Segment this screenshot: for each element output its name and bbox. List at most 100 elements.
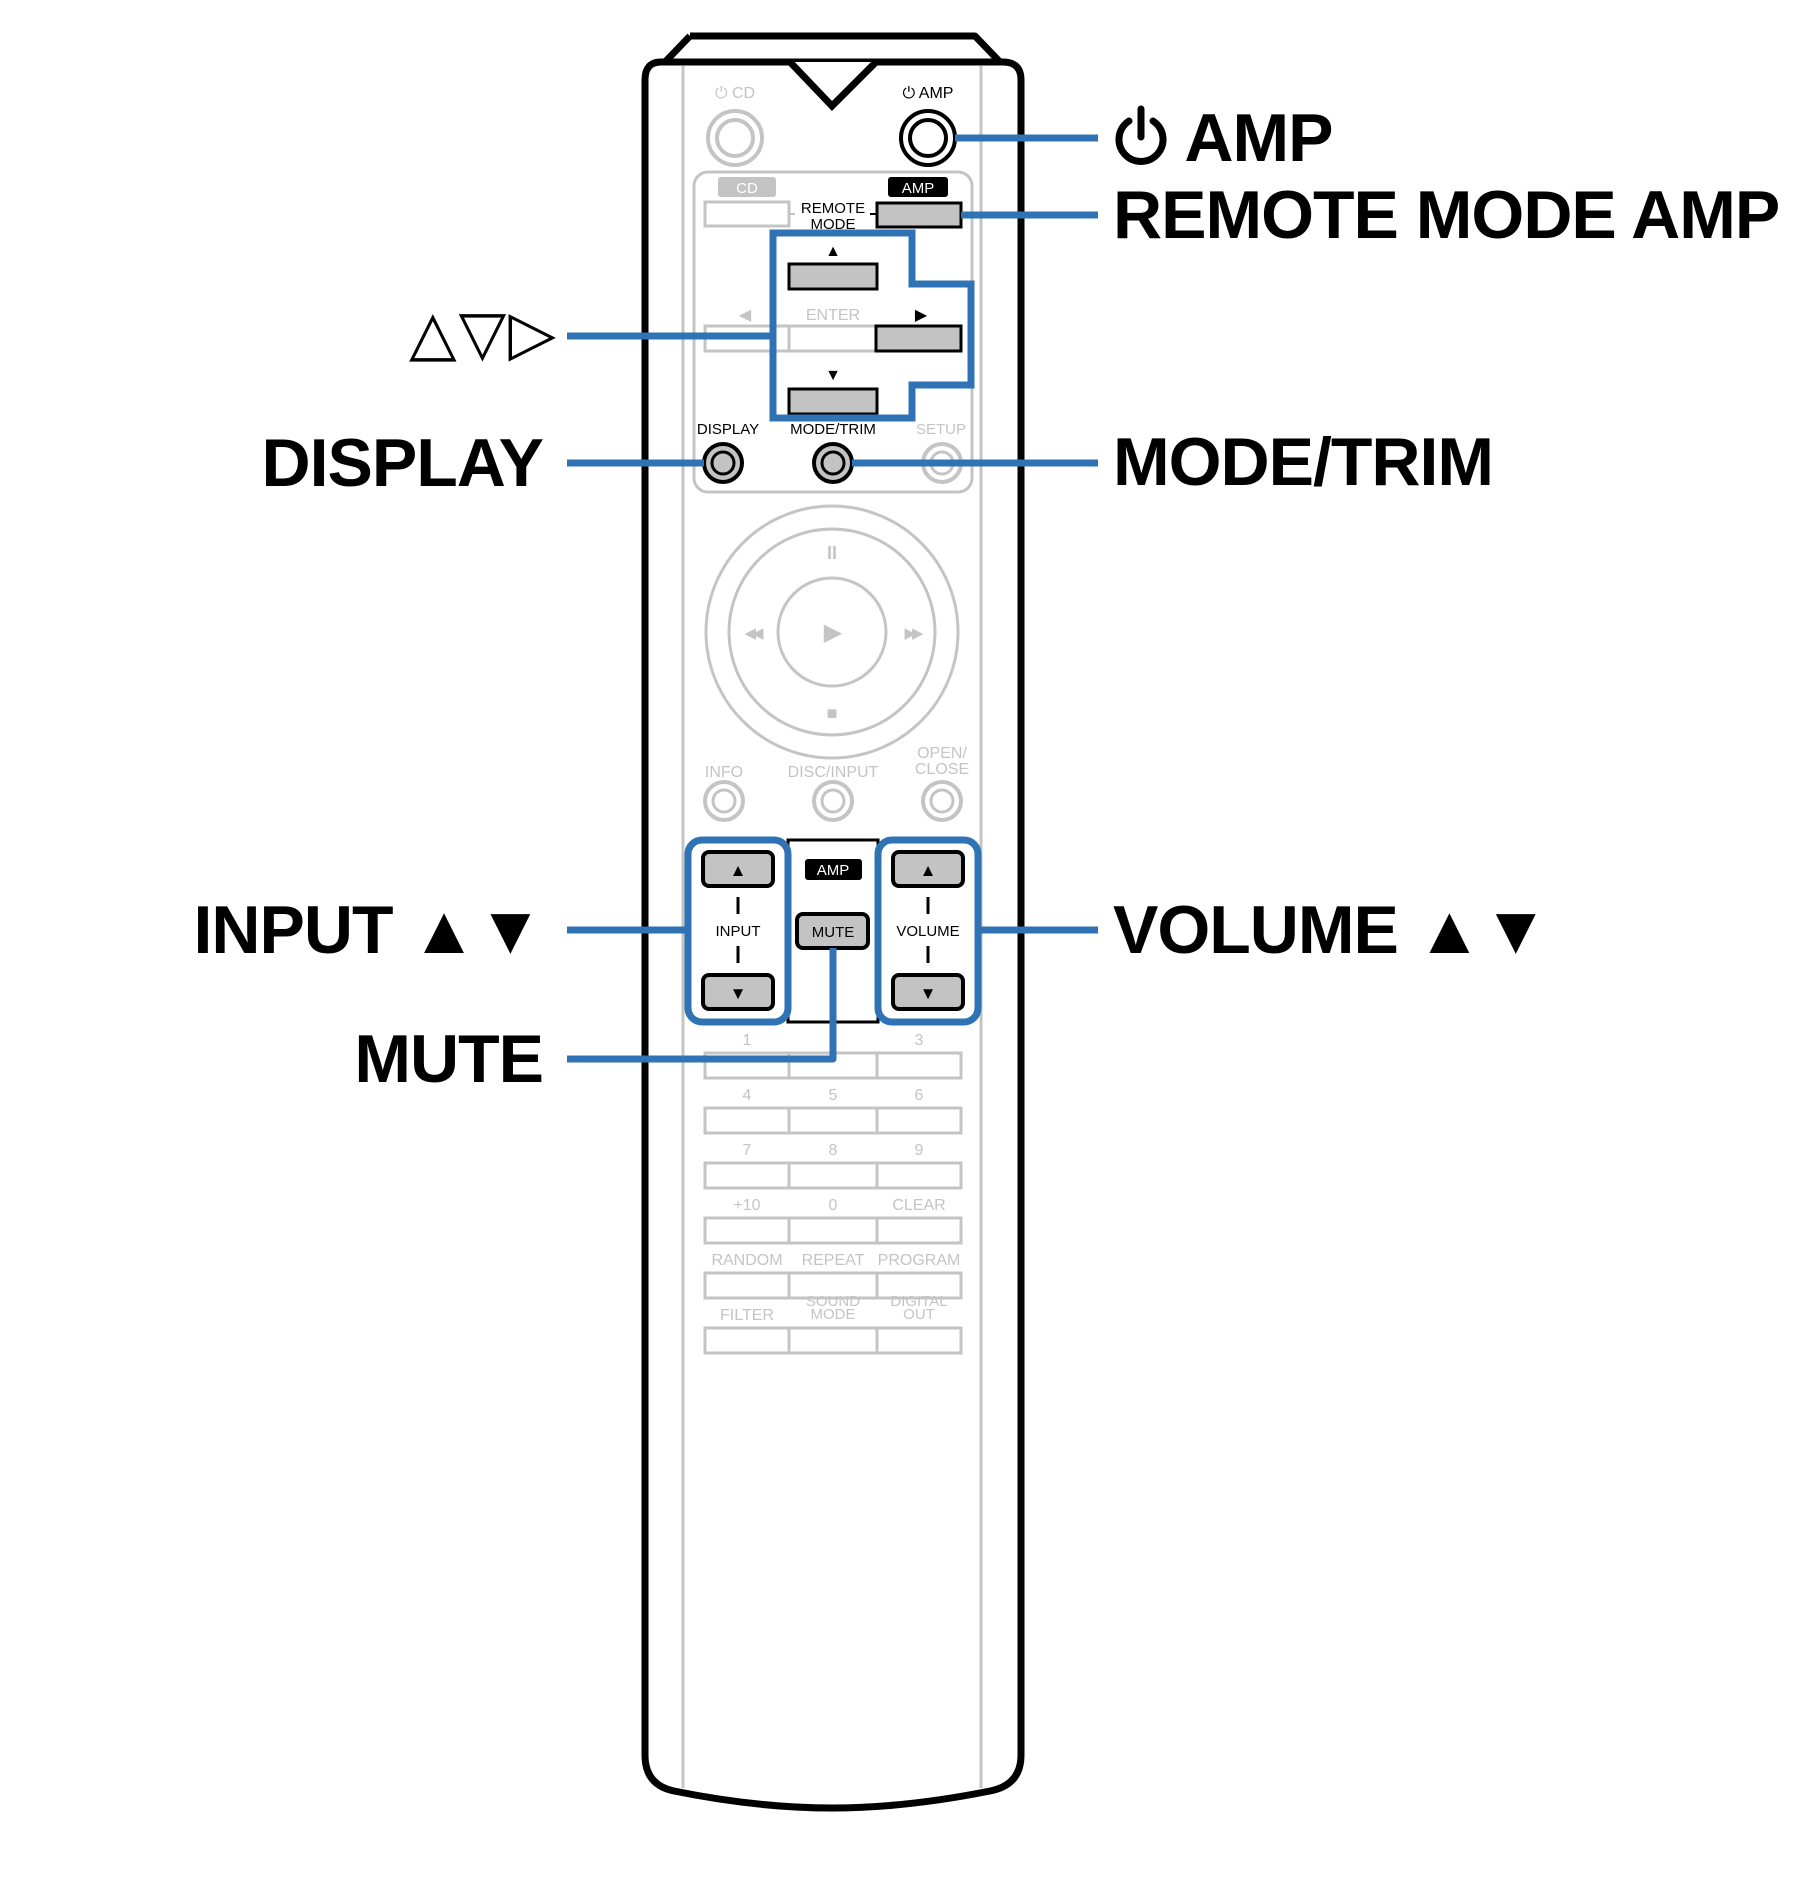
- arrow-up-icon: ▲: [730, 861, 747, 880]
- mode-trim-button[interactable]: [812, 442, 854, 484]
- remote-mode-cd-button[interactable]: [703, 200, 791, 228]
- mute-button[interactable]: MUTE: [795, 912, 870, 950]
- keypad-label: RANDOM: [711, 1252, 782, 1269]
- keypad-label: 0: [829, 1197, 838, 1214]
- keypad-label: OUT: [903, 1306, 935, 1323]
- power-cd-button[interactable]: ⏻ CD: [706, 85, 764, 167]
- volume-down-button[interactable]: ▼: [891, 973, 965, 1011]
- remote-mode-amp-button[interactable]: [875, 201, 963, 229]
- top-cap-outline: [690, 32, 1003, 65]
- keypad-button[interactable]: [787, 1216, 879, 1245]
- keypad-button[interactable]: [703, 1216, 791, 1245]
- keypad-label: 1: [743, 1032, 752, 1049]
- stop-icon[interactable]: ■: [827, 703, 838, 723]
- callout-volume: VOLUME ▲▼: [1113, 892, 1549, 968]
- keypad-button[interactable]: [875, 1161, 963, 1190]
- power-cd-label: ⏻ CD: [715, 85, 755, 102]
- keypad-label: 6: [915, 1087, 924, 1104]
- input-down-button[interactable]: ▼: [701, 973, 775, 1011]
- disc-input-label: DISC/INPUT: [788, 764, 879, 781]
- cursor-up-button[interactable]: [787, 262, 879, 291]
- keypad-label: SOUND: [806, 1293, 860, 1310]
- cursor-highlight-outline: [769, 229, 975, 422]
- input-up-button[interactable]: ▲: [701, 850, 775, 888]
- callout-input: INPUT ▲▼: [193, 892, 544, 968]
- svg-text:AMP: AMP: [817, 862, 850, 879]
- arrow-right-icon: ▶: [915, 307, 928, 324]
- cursor-right-button[interactable]: [874, 324, 963, 353]
- svg-text:CD: CD: [736, 180, 758, 197]
- cursor-down-button[interactable]: [787, 387, 879, 416]
- keypad-button[interactable]: [787, 1161, 879, 1190]
- keypad-label: 9: [915, 1142, 924, 1159]
- info-label: INFO: [705, 764, 743, 781]
- callout-mode-trim: MODE/TRIM: [1113, 424, 1494, 500]
- callout-cursor: △▽▷: [408, 299, 558, 368]
- keypad-label: DIGITAL: [890, 1293, 947, 1310]
- open-close-label-line2: CLOSE: [915, 761, 969, 778]
- power-icon: ⏻: [903, 85, 916, 102]
- mode-trim-label: MODE/TRIM: [790, 421, 876, 438]
- keypad-label: 7: [743, 1142, 752, 1159]
- enter-button[interactable]: [787, 324, 879, 353]
- mute-label: MUTE: [812, 924, 855, 941]
- svg-text:AMP: AMP: [902, 180, 935, 197]
- keypad-button[interactable]: [703, 1271, 791, 1300]
- keypad-label: 4: [743, 1087, 752, 1104]
- power-icon: [1115, 105, 1167, 165]
- open-close-button[interactable]: [921, 780, 963, 822]
- disc-input-button[interactable]: [812, 780, 854, 822]
- keypad-button[interactable]: [875, 1106, 963, 1135]
- info-button[interactable]: [703, 780, 745, 822]
- callout-amp-power: AMP: [1113, 104, 1333, 172]
- keypad-button[interactable]: [875, 1271, 963, 1300]
- remote-mode-label-line1: REMOTE: [801, 200, 865, 217]
- keypad-label: CLEAR: [892, 1197, 945, 1214]
- keypad-label: MODE: [811, 1306, 856, 1323]
- arrow-down-icon: ▼: [730, 984, 747, 1003]
- keypad-button[interactable]: [875, 1216, 963, 1245]
- keypad-label: 5: [829, 1087, 838, 1104]
- input-label: INPUT: [716, 923, 761, 940]
- volume-label: VOLUME: [896, 923, 959, 940]
- power-amp-button[interactable]: ⏻ AMP: [899, 85, 957, 167]
- volume-up-button[interactable]: ▲: [891, 850, 965, 888]
- open-close-label-line1: OPEN/: [917, 745, 967, 762]
- keypad-button[interactable]: [875, 1051, 963, 1080]
- display-button[interactable]: [702, 442, 744, 484]
- keypad-button[interactable]: [703, 1326, 791, 1355]
- setup-label: SETUP: [916, 421, 966, 438]
- callout-mute: MUTE: [354, 1021, 544, 1097]
- callout-amp-label: AMP: [1184, 100, 1333, 176]
- callout-line-mute: [567, 948, 837, 1063]
- power-amp-label: ⏻ AMP: [903, 85, 954, 102]
- remote-mode-label-line2: MODE: [811, 216, 856, 233]
- keypad-label: 3: [915, 1032, 924, 1049]
- power-icon: ⏻: [715, 85, 728, 102]
- callout-lines: [567, 134, 1098, 1063]
- arrow-up-icon: ▲: [825, 243, 841, 260]
- arrow-down-icon: ▼: [920, 984, 937, 1003]
- callout-remote-mode-amp: REMOTE MODE AMP: [1113, 177, 1780, 253]
- mode-tag-cd: CD: [718, 177, 776, 197]
- amp-block-tag: AMP: [805, 859, 862, 880]
- play-button[interactable]: [776, 576, 888, 688]
- keypad-button[interactable]: [787, 1271, 879, 1300]
- arrow-down-icon: ▼: [825, 367, 841, 384]
- arrow-up-icon: ▲: [920, 861, 937, 880]
- keypad-button[interactable]: [787, 1326, 879, 1355]
- arrow-left-icon: ◀: [739, 307, 752, 324]
- keypad-label: FILTER: [720, 1307, 774, 1324]
- keypad-button[interactable]: [875, 1326, 963, 1355]
- keypad-button[interactable]: [703, 1106, 791, 1135]
- keypad-label: +10: [733, 1197, 760, 1214]
- transport-wheel: II ▶ ◀◀ ▶▶ ■: [704, 504, 960, 760]
- ir-window-notch: [787, 59, 879, 112]
- keypad-button[interactable]: [787, 1106, 879, 1135]
- mode-tag-amp: AMP: [888, 177, 948, 197]
- pause-icon[interactable]: II: [827, 543, 837, 563]
- keypad-button[interactable]: [703, 1161, 791, 1190]
